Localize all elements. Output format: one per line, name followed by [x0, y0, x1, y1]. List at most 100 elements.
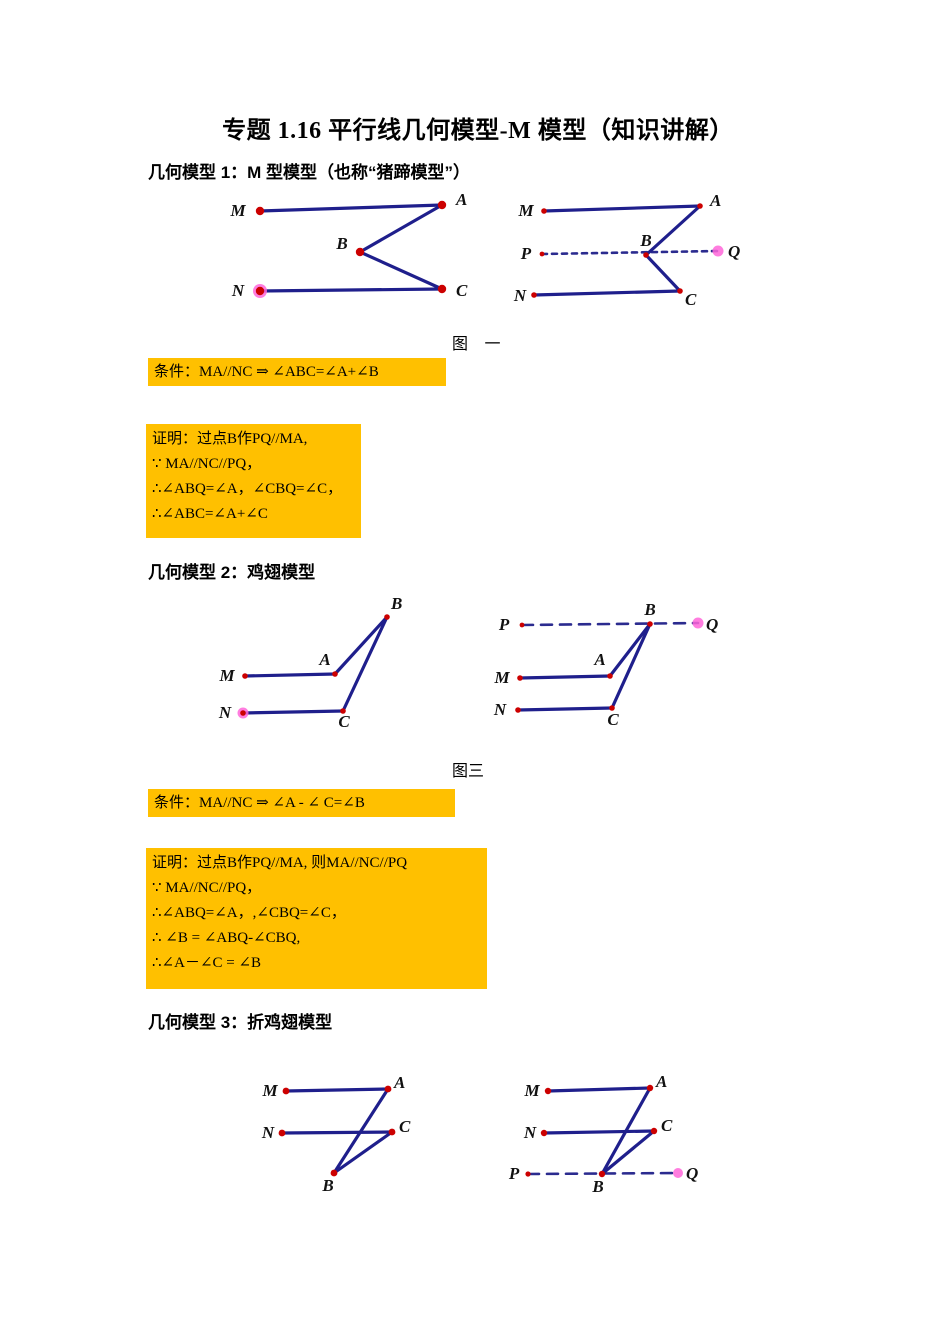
label-b: B: [390, 594, 402, 613]
label-m: M: [229, 201, 246, 220]
label-b: B: [335, 234, 347, 253]
segment-ab: [600, 1086, 652, 1176]
figure-wing-model-with-pq: M A B C N P Q: [493, 600, 740, 735]
point-m: [255, 206, 265, 216]
proof-box-model-1: 证明：过点B作PQ//MA, ∵ MA//NC//PQ， ∴∠ABQ=∠A，∠C…: [146, 424, 361, 538]
condition-line: 条件：MA//NC ⇒ ∠A - ∠ C=∠B: [154, 795, 365, 811]
point-n: [278, 1129, 286, 1137]
label-c: C: [399, 1117, 411, 1136]
point-p: [525, 1171, 531, 1177]
point-a: [332, 671, 338, 677]
point-c: [437, 284, 447, 294]
proof-line: 证明：过点B作PQ//MA, 则MA//NC//PQ: [152, 855, 408, 871]
figure-m-model-plain: M A B C N: [229, 190, 490, 310]
label-m: M: [261, 1081, 278, 1100]
point-halo-q: [673, 1168, 683, 1178]
label-n: N: [261, 1123, 275, 1142]
label-n: N: [523, 1123, 537, 1142]
segment-ab: [358, 203, 444, 254]
label-p: P: [508, 1164, 520, 1183]
page-title: 专题 1.16 平行线几何模型-M 模型（知识讲解）: [222, 118, 734, 144]
label-c: C: [607, 710, 619, 729]
point-m: [541, 208, 547, 214]
label-c: C: [456, 281, 468, 300]
figure-wing-model-plain: M A B C N: [218, 594, 455, 731]
point-b: [598, 1170, 606, 1178]
segment-ma: [546, 1086, 652, 1093]
proof-line: ∴∠ABQ=∠A，∠CBQ=∠C，: [152, 481, 343, 497]
condition-box-model-2: 条件：MA//NC ⇒ ∠A - ∠ C=∠B: [148, 789, 455, 817]
point-a: [384, 1085, 392, 1093]
figure-caption-2: 图三: [452, 763, 485, 780]
label-a: A: [318, 650, 330, 669]
segment-cb: [341, 615, 389, 713]
label-c: C: [661, 1116, 673, 1135]
segment-ma: [542, 204, 702, 213]
segment-bc: [332, 1130, 394, 1175]
proof-line: ∴∠ABQ=∠A，,∠CBQ=∠C，: [152, 905, 346, 921]
label-n: N: [493, 700, 507, 719]
section-heading-model-1: 几何模型 1：M 型模型（也称“猪蹄模型”）: [148, 163, 471, 182]
label-m: M: [493, 668, 510, 687]
proof-line: ∵ MA//NC//PQ，: [152, 456, 262, 472]
label-q: Q: [728, 242, 740, 261]
segment-nc: [516, 706, 614, 712]
point-m: [517, 675, 523, 681]
point-c: [340, 708, 346, 714]
condition-box-model-1: 条件：MA//NC ⇒ ∠ABC=∠A+∠B: [148, 358, 446, 386]
label-n: N: [513, 286, 527, 305]
label-b: B: [591, 1177, 603, 1196]
point-m: [242, 673, 248, 679]
point-halo-q: [712, 245, 724, 257]
point-c: [650, 1127, 658, 1135]
condition-line: 条件：MA//NC ⇒ ∠ABC=∠A+∠B: [154, 364, 379, 380]
label-b: B: [639, 231, 651, 250]
proof-line: ∴∠A－∠C = ∠B: [152, 955, 262, 971]
point-c: [388, 1128, 396, 1136]
label-p: P: [520, 244, 532, 263]
label-a: A: [655, 1072, 667, 1091]
segment-nc: [532, 289, 682, 297]
figure-folded-wing-plain: M A N C B: [261, 1073, 442, 1200]
proof-line: 证明：过点B作PQ//MA,: [152, 431, 308, 447]
label-c: C: [685, 290, 697, 309]
point-c: [609, 705, 615, 711]
point-a: [646, 1084, 654, 1092]
point-c: [677, 288, 683, 294]
point-n: [531, 292, 537, 298]
segment-bc: [644, 253, 682, 293]
label-m: M: [218, 666, 235, 685]
point-b: [384, 614, 390, 620]
segment-nc: [280, 1130, 394, 1135]
label-b: B: [643, 600, 655, 619]
segment-ab: [644, 204, 702, 257]
segment-ma: [284, 1087, 390, 1093]
label-q: Q: [686, 1164, 698, 1183]
point-a: [437, 200, 447, 210]
segment-ma: [518, 674, 612, 680]
label-a: A: [709, 191, 721, 210]
label-a: A: [455, 190, 467, 209]
segment-ma: [258, 203, 444, 213]
label-n: N: [218, 703, 232, 722]
proof-line: ∵ MA//NC//PQ，: [152, 880, 262, 896]
figure-m-model-with-pq: M A B C N P Q: [513, 191, 750, 309]
segment-ab: [332, 1087, 390, 1175]
label-m: M: [517, 201, 534, 220]
segment-nc: [542, 1129, 656, 1135]
figure-folded-wing-with-pq: M A N C B P Q: [508, 1072, 702, 1205]
segment-bc: [600, 1129, 656, 1176]
segment-nc: [241, 709, 345, 715]
label-p: P: [498, 615, 510, 634]
point-b: [647, 621, 653, 627]
point-halo-q: [692, 617, 704, 629]
point-p: [519, 622, 525, 628]
label-a: A: [593, 650, 605, 669]
segment-nc: [258, 287, 444, 293]
label-q: Q: [706, 615, 718, 634]
point-m: [544, 1087, 552, 1095]
segment-ab: [333, 615, 389, 676]
label-n: N: [231, 281, 245, 300]
point-n: [540, 1129, 548, 1137]
segment-ab: [608, 622, 652, 678]
